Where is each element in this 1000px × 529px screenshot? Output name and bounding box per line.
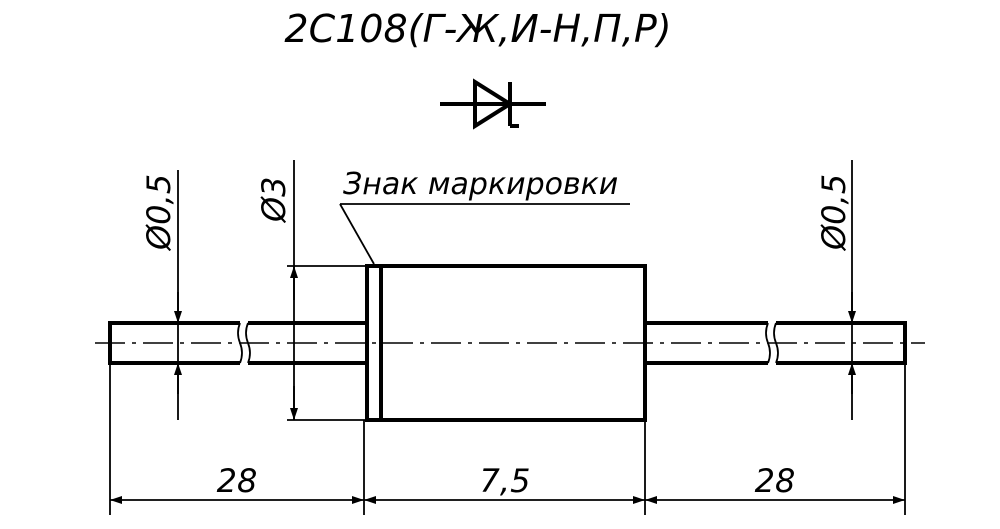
right-lead (645, 321, 907, 365)
right-lead-length-label: 28 (755, 462, 796, 500)
right-lead-diameter-label: Ø0,5 (815, 174, 853, 252)
length-dimensions (109, 363, 906, 515)
marking-label: Знак маркировки (343, 167, 618, 202)
body-length-label: 7,5 (480, 462, 531, 500)
drawing-title: 2С108(Г-Ж,И-Н,П,Р) (284, 7, 671, 51)
body-diameter-dimension (287, 160, 365, 421)
left-lead-length-label: 28 (217, 462, 258, 500)
zener-diode-icon (440, 78, 546, 130)
diode-body (365, 264, 647, 422)
left-lead-diameter-label: Ø0,5 (140, 174, 178, 252)
marking-leader (339, 203, 630, 265)
body-diameter-label: Ø3 (255, 176, 293, 224)
